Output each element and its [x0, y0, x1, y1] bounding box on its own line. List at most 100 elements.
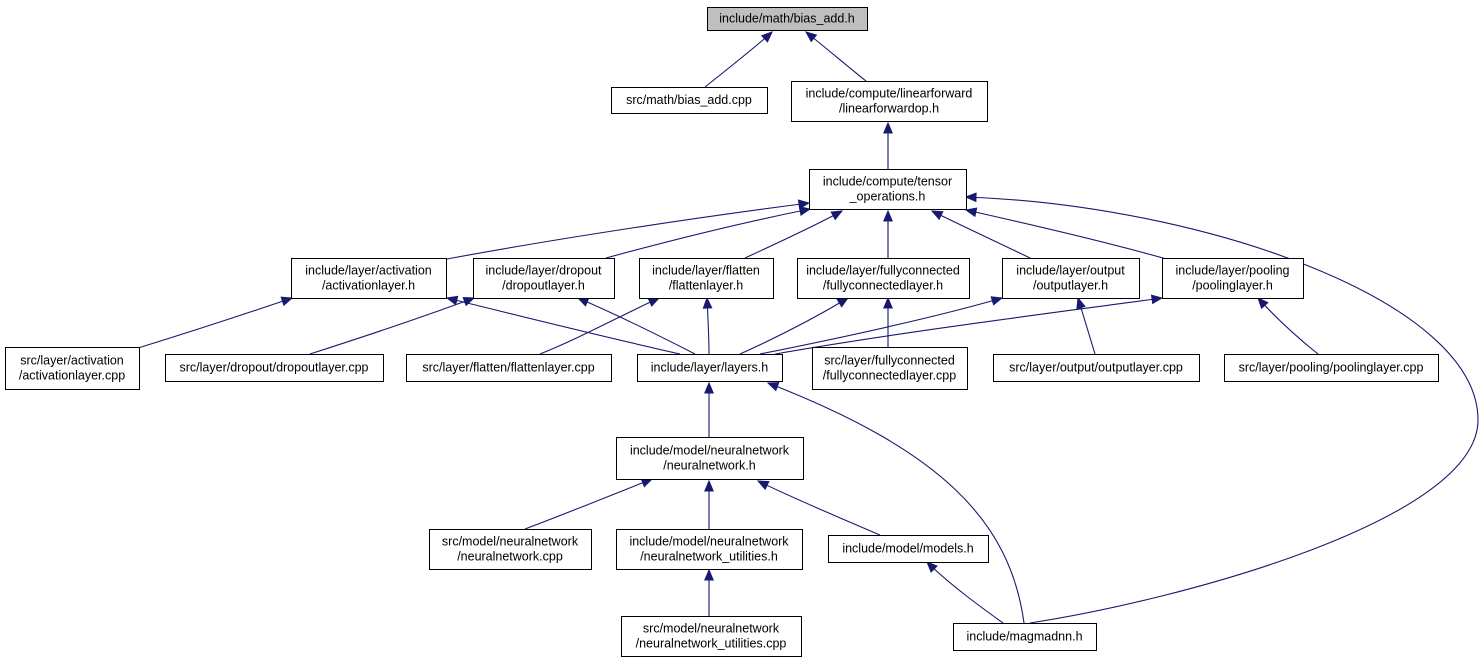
edge-bias_add_cpp-to-bias_add_h	[704, 31, 773, 88]
node-label: /fullyconnectedlayer.h	[823, 279, 943, 293]
node-linearforwardop-h[interactable]: include/compute/linearforward/linearforw…	[791, 81, 988, 122]
arrowhead	[930, 210, 944, 221]
node-dropoutlayer-h[interactable]: include/layer/dropout/dropoutlayer.h	[473, 258, 615, 299]
node-neuralnetwork-utilities-h[interactable]: include/model/neuralnetwork/neuralnetwor…	[616, 529, 803, 570]
node-fullyconnectedlayer-h[interactable]: include/layer/fullyconnected/fullyconnec…	[797, 258, 970, 299]
node-tensor-operations-h[interactable]: include/compute/tensor_operations.h	[809, 169, 967, 210]
arrowhead	[797, 199, 811, 210]
node-magmadnn-h[interactable]: include/magmadnn.h	[953, 623, 1097, 651]
node-label: /neuralnetwork.h	[663, 459, 755, 473]
arrowhead	[704, 568, 714, 581]
node-label: src/model/neuralnetwork	[643, 622, 780, 636]
edge-line	[605, 208, 811, 259]
node-outputlayer-cpp[interactable]: src/layer/output/outputlayer.cpp	[993, 354, 1200, 382]
node-box	[616, 437, 804, 480]
edge-line	[577, 297, 696, 355]
edge-outputlayer_cpp-to-outputlayer_h	[1076, 296, 1096, 355]
edge-neuralnetwork_utilities_h-to-neuralnetwork_h	[704, 479, 714, 529]
edge-activationlayer_cpp-to-activationlayer_h	[137, 296, 294, 349]
nodes-layer: include/math/bias_add.h src/math/bias_add…	[5, 7, 1439, 657]
node-label: include/model/models.h	[842, 542, 973, 556]
arrowhead	[647, 297, 661, 307]
arrowhead	[990, 296, 1004, 306]
arrowhead	[576, 297, 590, 307]
arrowhead	[964, 192, 977, 203]
node-activationlayer-cpp[interactable]: src/layer/activation/activationlayer.cpp	[5, 347, 140, 390]
node-poolinglayer-h[interactable]: include/layer/pooling/poolinglayer.h	[1162, 258, 1304, 299]
node-label: /activationlayer.cpp	[19, 369, 125, 383]
edge-layers_h-to-fullyconnectedlayer_h	[739, 297, 850, 355]
edge-line	[539, 297, 660, 355]
edge-line	[1257, 297, 1319, 355]
edge-line	[739, 297, 849, 355]
node-label: include/layer/dropout	[485, 264, 602, 278]
node-label: include/layer/fullyconnected	[806, 264, 960, 278]
node-bias-add-cpp[interactable]: src/math/bias_add.cpp	[611, 87, 768, 114]
arrowhead	[280, 296, 294, 307]
node-activationlayer-h[interactable]: include/layer/activation/activationlayer…	[291, 258, 447, 299]
edge-layers_h-to-poolinglayer_h	[774, 294, 1164, 355]
node-label: /outputlayer.h	[1033, 279, 1108, 293]
edge-neuralnetwork_utilities_cpp-to-neuralnetwork_utilities_h	[704, 568, 714, 616]
node-box	[639, 258, 774, 299]
node-label: /linearforwardop.h	[839, 102, 939, 116]
edges-layer	[137, 31, 1479, 624]
edge-magmadnn_h-to-tensor_operations_h	[964, 192, 1479, 624]
node-label: _operations.h	[849, 190, 926, 204]
node-label: src/layer/activation	[20, 354, 124, 368]
node-poolinglayer-cpp[interactable]: src/layer/pooling/poolinglayer.cpp	[1224, 354, 1439, 382]
arrowhead	[964, 207, 978, 218]
edge-dropoutlayer_h-to-tensor_operations_h	[605, 206, 812, 259]
edge-line	[965, 209, 1171, 261]
edge-line	[137, 297, 293, 349]
node-dropoutlayer-cpp[interactable]: src/layer/dropout/dropoutlayer.cpp	[165, 354, 384, 382]
node-box	[828, 535, 989, 563]
node-neuralnetwork-cpp[interactable]: src/model/neuralnetwork/neuralnetwork.cp…	[429, 529, 592, 570]
edge-neuralnetwork_h-to-layers_h	[704, 381, 714, 437]
arrowhead	[462, 296, 476, 307]
edge-line	[805, 31, 867, 82]
node-flattenlayer-cpp[interactable]: src/layer/flatten/flattenlayer.cpp	[406, 354, 612, 382]
arrowhead	[883, 209, 893, 222]
edge-line	[774, 297, 1163, 355]
edge-tensor_operations_h-to-linearforwardop_h	[883, 121, 893, 169]
node-label: src/math/bias_add.cpp	[626, 93, 752, 107]
node-bias-add-h[interactable]: include/math/bias_add.h	[707, 7, 868, 31]
arrowhead	[1150, 294, 1164, 305]
arrowhead	[1076, 296, 1086, 310]
node-outputlayer-h[interactable]: include/layer/output/outputlayer.h	[1002, 258, 1140, 299]
node-label: include/layer/flatten	[652, 264, 760, 278]
node-neuralnetwork-h[interactable]: include/model/neuralnetwork/neuralnetwor…	[616, 437, 804, 480]
node-neuralnetwork-utilities-cpp[interactable]: src/model/neuralnetwork/neuralnetwork_ut…	[621, 616, 802, 657]
node-label: /fullyconnectedlayer.cpp	[823, 369, 956, 383]
edge-line	[965, 196, 1479, 624]
node-label: /neuralnetwork_utilities.cpp	[636, 637, 787, 651]
node-box	[791, 81, 988, 122]
edge-fullyconnectedlayer_cpp-to-fullyconnectedlayer_h	[883, 296, 893, 347]
arrowhead	[798, 206, 812, 216]
edge-layers_h-to-dropoutlayer_h	[576, 297, 696, 355]
node-label: src/layer/dropout/dropoutlayer.cpp	[180, 361, 369, 375]
node-box	[611, 87, 768, 114]
edge-line	[309, 297, 475, 355]
node-fullyconnectedlayer-cpp[interactable]: src/layer/fullyconnected/fullyconnectedl…	[812, 347, 968, 390]
edge-dropoutlayer_cpp-to-dropoutlayer_h	[309, 296, 476, 355]
node-label: src/model/neuralnetwork	[442, 535, 579, 549]
arrowhead	[756, 480, 770, 491]
node-models-h[interactable]: include/model/models.h	[828, 535, 989, 563]
edge-line	[931, 210, 1031, 259]
arrowhead	[766, 382, 780, 392]
edge-layers_h-to-activationlayer_h	[445, 295, 681, 355]
node-flattenlayer-h[interactable]: include/layer/flatten/flattenlayer.h	[639, 258, 774, 299]
node-box	[429, 529, 592, 570]
node-label: /neuralnetwork_utilities.h	[640, 550, 778, 564]
node-layers-h[interactable]: include/layer/layers.h	[637, 354, 783, 382]
arrowhead	[702, 296, 713, 309]
node-label: /dropoutlayer.h	[502, 279, 585, 293]
node-label: include/layer/layers.h	[651, 361, 768, 375]
edge-layers_h-to-outputlayer_h	[759, 296, 1004, 355]
node-label: include/compute/linearforward	[806, 87, 973, 101]
node-label: src/layer/flatten/flattenlayer.cpp	[422, 361, 594, 375]
node-box	[5, 347, 140, 390]
edge-neuralnetwork_cpp-to-neuralnetwork_h	[524, 478, 654, 530]
